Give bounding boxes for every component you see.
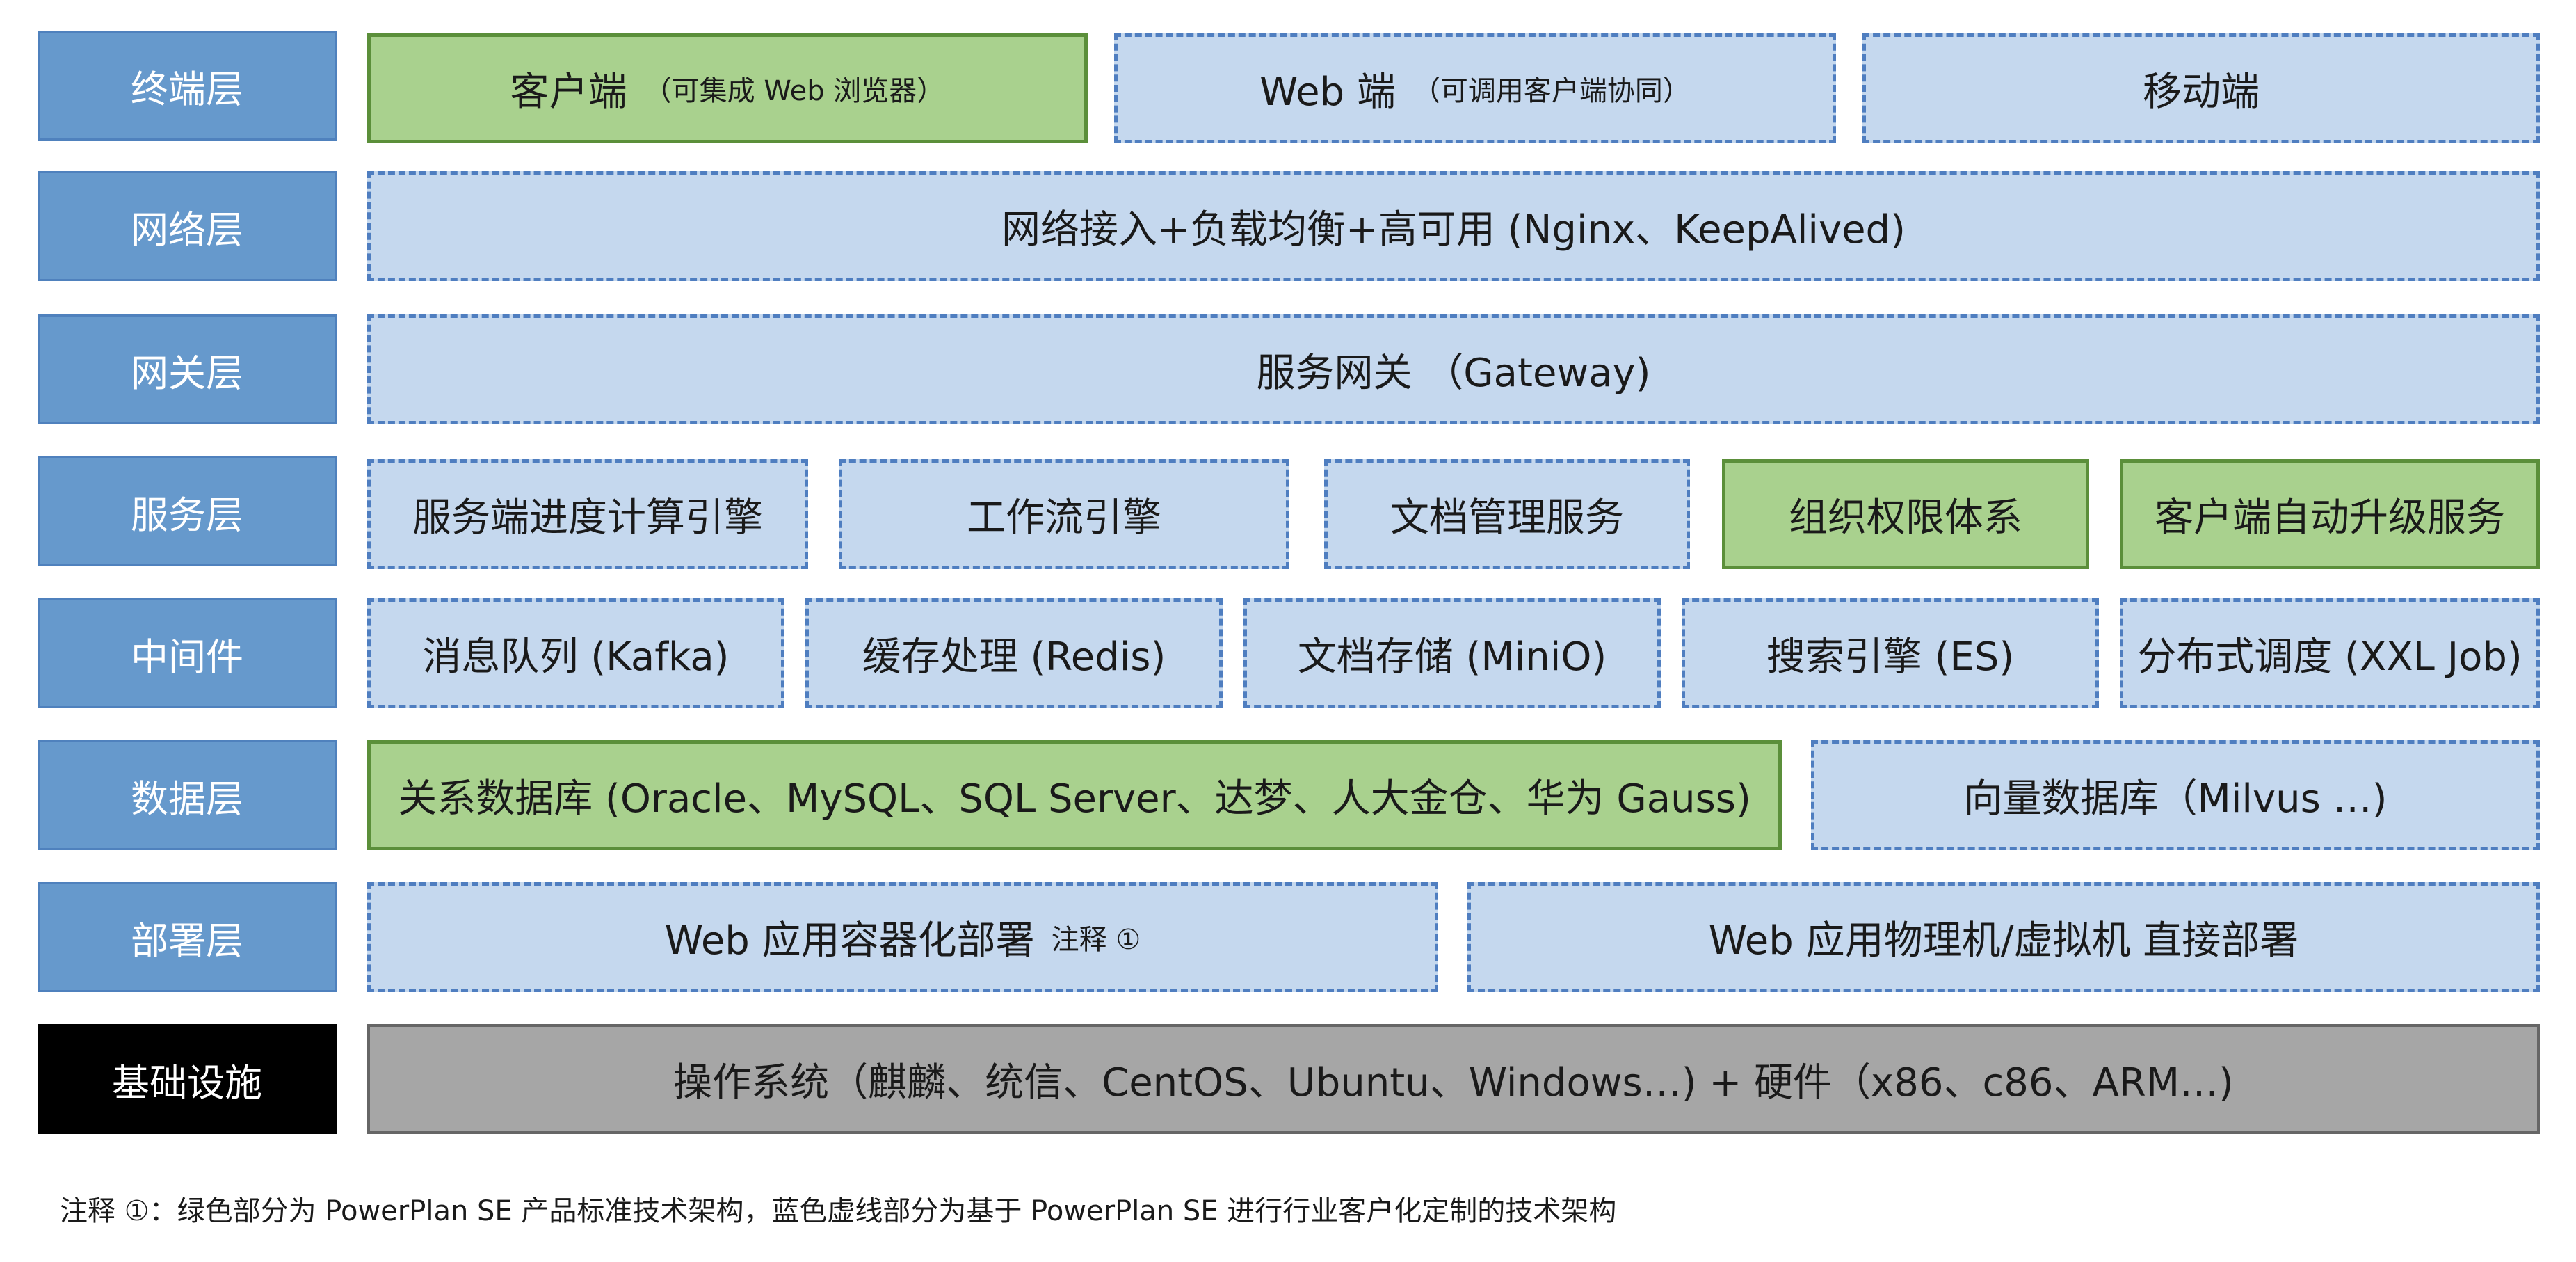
layer-label-infrastructure: 基础设施 bbox=[38, 1024, 337, 1134]
footnote: 注释 ①：绿色部分为 PowerPlan SE 产品标准技术架构，蓝色虚线部分为… bbox=[60, 1195, 1617, 1227]
document-service-box: 文档管理服务 bbox=[1324, 459, 1690, 569]
container-deploy-note: 注释 ① bbox=[1051, 924, 1141, 956]
client-label: 客户端 bbox=[510, 69, 627, 115]
scheduler-box: 分布式调度 (XXL Job) bbox=[2120, 598, 2540, 708]
layer-label-service: 服务层 bbox=[38, 456, 337, 566]
web-client-note: （可调用客户端协同） bbox=[1412, 75, 1691, 107]
progress-engine-box: 服务端进度计算引擎 bbox=[367, 459, 808, 569]
message-queue-box: 消息队列 (Kafka) bbox=[367, 598, 784, 708]
layer-label-middleware: 中间件 bbox=[38, 598, 337, 708]
layer-label-deploy: 部署层 bbox=[38, 882, 337, 992]
search-engine-box: 搜索引擎 (ES) bbox=[1682, 598, 2099, 708]
vector-db-box: 向量数据库（Milvus …) bbox=[1811, 740, 2540, 850]
container-deploy-label: Web 应用容器化部署 bbox=[664, 918, 1035, 964]
workflow-engine-box: 工作流引擎 bbox=[839, 459, 1289, 569]
layer-label-network: 网络层 bbox=[38, 171, 337, 281]
layer-label-data: 数据层 bbox=[38, 740, 337, 850]
layer-label-gateway: 网关层 bbox=[38, 314, 337, 424]
client-box: 客户端 （可集成 Web 浏览器） bbox=[367, 33, 1088, 143]
auto-upgrade-box: 客户端自动升级服务 bbox=[2120, 459, 2540, 569]
physical-deploy-box: Web 应用物理机/虚拟机 直接部署 bbox=[1467, 882, 2540, 992]
gateway-box: 服务网关 （Gateway) bbox=[367, 314, 2540, 424]
client-note: （可集成 Web 浏览器） bbox=[643, 75, 945, 107]
network-access-box: 网络接入+负载均衡+高可用 (Nginx、KeepAlived) bbox=[367, 171, 2540, 281]
cache-box: 缓存处理 (Redis) bbox=[805, 598, 1223, 708]
org-permission-box: 组织权限体系 bbox=[1722, 459, 2089, 569]
os-hardware-box: 操作系统（麒麟、统信、CentOS、Ubuntu、Windows…) + 硬件（… bbox=[367, 1024, 2540, 1134]
layer-label-terminal: 终端层 bbox=[38, 31, 337, 141]
mobile-client-box: 移动端 bbox=[1862, 33, 2540, 143]
web-client-label: Web 端 bbox=[1259, 69, 1396, 115]
container-deploy-box: Web 应用容器化部署 注释 ① bbox=[367, 882, 1438, 992]
relational-db-box: 关系数据库 (Oracle、MySQL、SQL Server、达梦、人大金仓、华… bbox=[367, 740, 1782, 850]
doc-storage-box: 文档存储 (MiniO) bbox=[1243, 598, 1661, 708]
web-client-box: Web 端 （可调用客户端协同） bbox=[1114, 33, 1836, 143]
